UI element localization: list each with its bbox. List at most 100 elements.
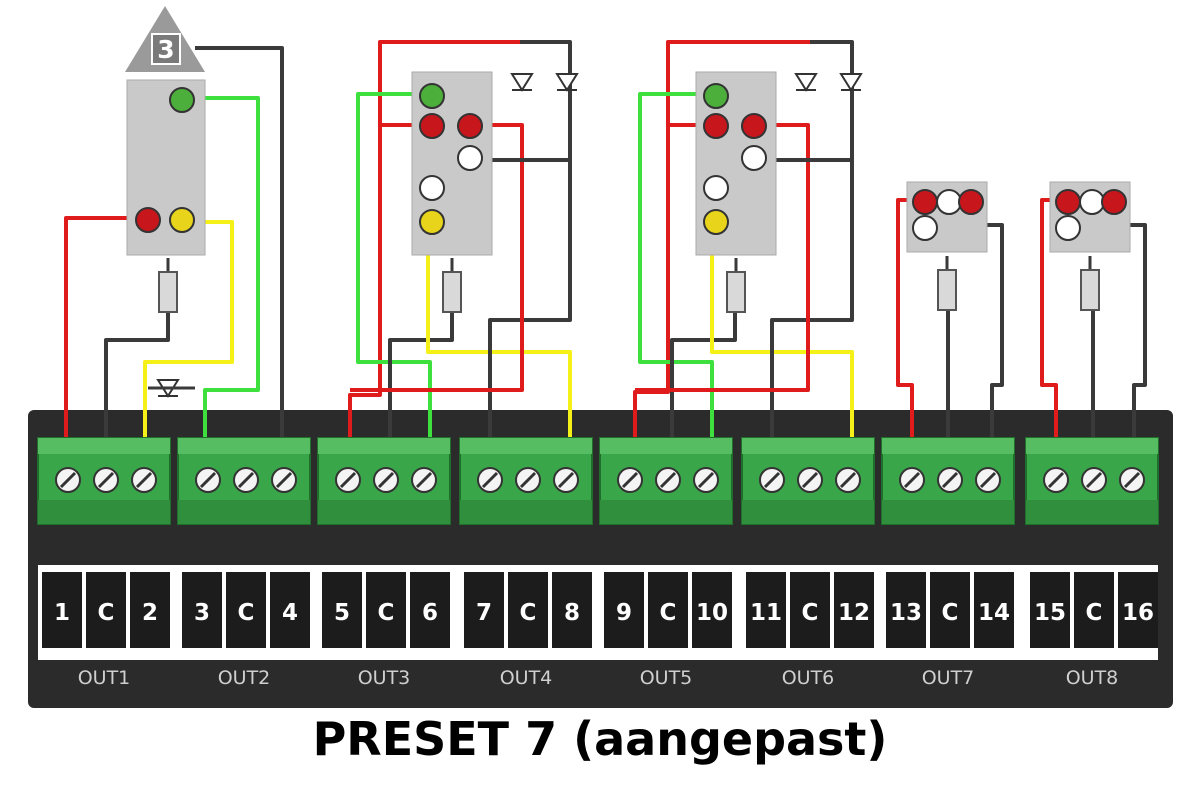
wire-yellow [426,222,572,440]
terminal-number: 3 [194,600,210,626]
signals: 3 [125,6,1131,398]
lamp-white [1079,189,1105,215]
terminal-cell [886,572,926,648]
output-label: OUT5 [640,667,693,689]
terminal-number: C [238,600,255,626]
terminal-block-out5 [599,437,733,525]
terminal-number: 13 [890,600,922,626]
terminal-number: 6 [422,600,438,626]
lamp-red [1055,189,1081,215]
terminal-cell [834,572,874,648]
terminal-screw[interactable] [477,467,503,493]
terminal-block-out6 [741,437,875,525]
terminal-number: C [378,600,395,626]
terminal-label-strip [38,565,1158,660]
lamp-red [958,189,984,215]
terminal-number: C [520,600,537,626]
terminal-screw[interactable] [655,467,681,493]
wire-red [348,40,520,440]
terminal-number: C [98,600,115,626]
terminal-number: 14 [978,600,1010,626]
lamp-red [457,113,483,139]
lamp-yellow [703,209,729,235]
terminal-number: C [942,600,959,626]
terminal-screw[interactable] [233,467,259,493]
terminal-block-out8 [1025,437,1159,525]
preset-caption: PRESET 7 (aangepast) [312,712,888,766]
terminal-screw[interactable] [759,467,785,493]
terminal-screw[interactable] [937,467,963,493]
terminal-screw[interactable] [131,467,157,493]
diode-symbol [510,73,534,92]
lamp-white [741,145,767,171]
terminal-blocks [37,437,1159,525]
lamp-red [135,207,161,233]
output-label: OUT3 [358,667,411,689]
terminal-screw[interactable] [195,467,221,493]
wire-red [64,216,140,440]
signal-2 [411,71,579,313]
terminal-screw[interactable] [515,467,541,493]
wire-dark [770,40,854,440]
lamp-white [457,145,483,171]
wire-green [190,96,260,440]
wire-dark [985,223,1004,440]
terminal-cell [604,572,644,648]
terminal-screw[interactable] [1081,467,1107,493]
terminal-cell [746,572,786,648]
terminal-number: 12 [838,600,870,626]
lamp-white [703,175,729,201]
terminal-cell [1118,572,1158,648]
resistor [726,271,746,313]
terminal-screw[interactable] [55,467,81,493]
terminal-screw[interactable] [271,467,297,493]
output-label: OUT2 [218,667,271,689]
wire-red [896,198,920,440]
wire-yellow [143,220,234,440]
terminal-cell [410,572,450,648]
terminal-number: 16 [1122,600,1154,626]
terminal-screw[interactable] [835,467,861,493]
wire-dark [195,46,284,440]
lamp-white [936,189,962,215]
resistor [1080,269,1100,311]
terminal-block-out7 [881,437,1015,525]
terminal-cell [1030,572,1070,648]
terminal-screw[interactable] [899,467,925,493]
terminal-cell [930,572,970,648]
lamp-green [703,83,729,109]
terminal-block-out2 [177,437,311,525]
terminal-screw[interactable] [617,467,643,493]
wire-red [350,123,524,392]
signal-3 [695,71,863,313]
lamp-white [912,215,938,241]
terminal-screw[interactable] [1119,467,1145,493]
wire-red [635,123,810,392]
terminal-block-out4 [459,437,593,525]
terminal-screw[interactable] [553,467,579,493]
terminal-block-out3 [317,437,451,525]
terminal-screw[interactable] [373,467,399,493]
wires [64,40,1147,440]
terminal-screw[interactable] [797,467,823,493]
terminal-cell [552,572,592,648]
lamp-yellow [169,207,195,233]
output-label: OUT6 [782,667,835,689]
terminal-screw[interactable] [975,467,1001,493]
terminal-screw[interactable] [335,467,361,493]
lamp-green [169,87,195,113]
diode-symbol [839,73,863,92]
diode-symbol [794,73,818,92]
terminal-screw[interactable] [93,467,119,493]
terminal-number: C [802,600,819,626]
terminal-cell [366,572,406,648]
terminal-screw[interactable] [693,467,719,493]
terminal-screw[interactable] [1043,467,1069,493]
lamp-yellow [419,209,445,235]
signal-number: 3 [157,35,174,64]
terminal-number: 1 [54,600,70,626]
signal-1: 3 [125,6,206,398]
terminal-number: 4 [282,600,298,626]
terminal-screw[interactable] [411,467,437,493]
